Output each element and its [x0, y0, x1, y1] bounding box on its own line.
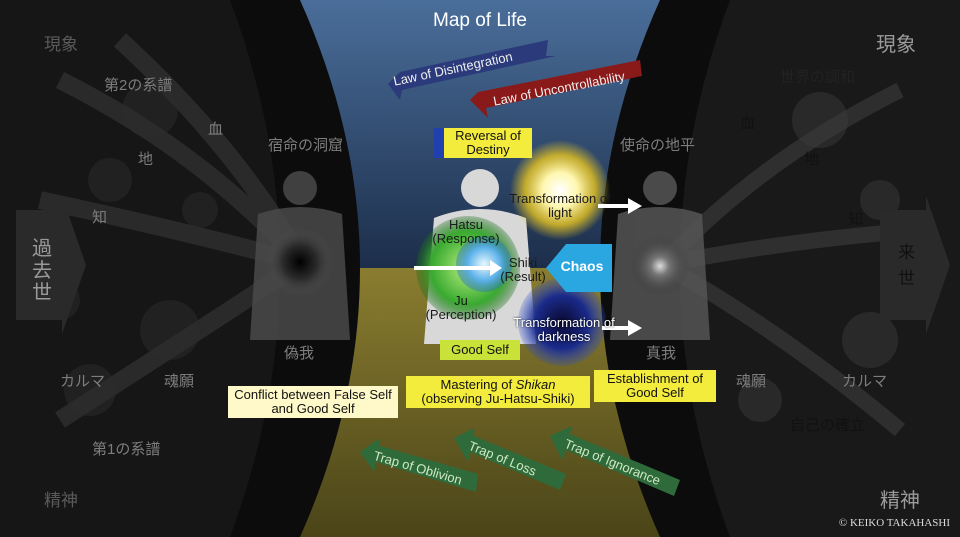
left-spirit-label: 精神	[44, 491, 78, 510]
mastering-shikan-box: Mastering of Shikan (observing Ju-Hatsu-…	[406, 376, 590, 408]
ju-label: Ju (Perception)	[425, 293, 497, 322]
left-blood-label: 血	[208, 121, 224, 138]
diagram-title: Map of Life	[433, 10, 527, 31]
left-first-lineage-label: 第1の系譜	[92, 441, 161, 458]
left-soul-wish-label: 魂願	[164, 373, 195, 390]
left-phenomenon-label: 現象	[44, 35, 78, 54]
right-land-label: 地	[804, 151, 820, 168]
left-cave-label: 宿命の洞窟	[268, 137, 344, 154]
right-spirit-label: 精神	[880, 490, 920, 512]
right-horizon-label: 使命の地平	[620, 137, 696, 154]
conflict-box: Conflict between False Self and Good Sel…	[228, 386, 398, 418]
right-blood-label: 血	[740, 115, 756, 132]
hatsu-label: Hatsu (Response)	[432, 217, 500, 246]
good-self-box: Good Self	[440, 340, 520, 360]
right-karma-label: カルマ	[842, 373, 888, 390]
left-false-self-label: 偽我	[284, 345, 315, 362]
left-karma-label: カルマ	[60, 373, 106, 390]
left-knowledge-label: 知	[92, 209, 108, 226]
right-next-life-label: 来世	[898, 243, 915, 288]
establishment-box: Establishment of Good Self	[594, 370, 716, 402]
transformation-of-darkness-label: Transformation of darkness	[513, 315, 615, 344]
right-soul-wish-label: 魂願	[736, 373, 767, 390]
mastering-prefix: Mastering of	[440, 377, 516, 392]
transformation-of-light-label: Transformation of light	[509, 191, 611, 220]
right-true-self-label: 真我	[646, 345, 677, 362]
shiki-label: Shiki (Result)	[500, 255, 546, 284]
chaos-arrow: Chaos	[546, 244, 610, 292]
reversal-of-destiny-text: Reversal of Destiny	[455, 128, 521, 157]
reversal-of-destiny-box: Reversal of Destiny	[434, 128, 532, 158]
mastering-shikan-italic: Shikan	[515, 377, 556, 392]
right-world-harmony-label: 世界の調和	[780, 69, 856, 86]
left-land-label: 地	[138, 151, 154, 168]
chaos-label: Chaos	[560, 258, 604, 274]
right-knowledge-label: 知	[848, 211, 864, 228]
copyright: © KEIKO TAKAHASHI	[838, 517, 950, 529]
left-second-lineage-label: 第2の系譜	[104, 77, 173, 94]
right-self-establishment-label: 自己の確立	[790, 417, 866, 434]
right-phenomenon-label: 現象	[876, 34, 916, 56]
mastering-sub: (observing Ju-Hatsu-Shiki)	[421, 391, 575, 406]
left-past-life-label: 過去世	[32, 238, 52, 304]
